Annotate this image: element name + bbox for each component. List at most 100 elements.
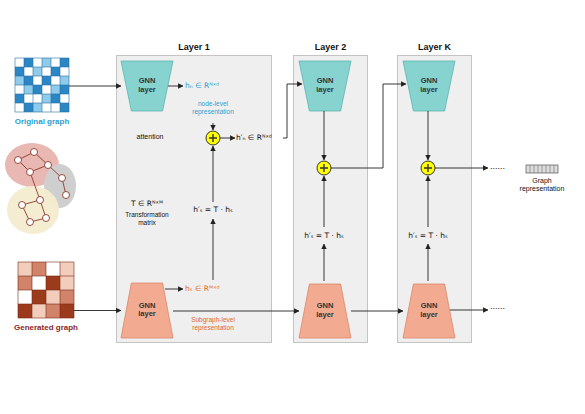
matrix-cells bbox=[15, 58, 69, 112]
sum-circle bbox=[317, 161, 331, 175]
math-label: hₛ ∈ Rᴹˣᵈ bbox=[185, 284, 241, 293]
flow-arrow bbox=[213, 146, 214, 202]
block-label: GNN layer bbox=[307, 77, 343, 94]
graph-node bbox=[43, 215, 50, 222]
graph-node bbox=[37, 197, 44, 204]
flow-arrow bbox=[324, 176, 325, 227]
sum-circle bbox=[421, 161, 435, 175]
flow-arrow bbox=[213, 219, 214, 280]
plus-sign bbox=[209, 134, 217, 142]
graph-node bbox=[27, 219, 34, 226]
matrix-grid bbox=[18, 262, 74, 318]
math-label: h′ₛ = T · hₛ bbox=[186, 205, 240, 214]
connector-group bbox=[351, 311, 403, 312]
matrix-background bbox=[18, 262, 74, 318]
block-label: GNN layer bbox=[129, 302, 165, 319]
gnn-block: GNN layer bbox=[403, 61, 455, 111]
matrix-cells bbox=[18, 276, 74, 318]
matrix-cells bbox=[15, 58, 69, 112]
block-label: GNN layer bbox=[129, 77, 165, 94]
connector-group bbox=[173, 311, 299, 312]
output-vector: Graph representation bbox=[526, 165, 558, 173]
flow-arrow bbox=[450, 310, 488, 311]
layer-title: Layer K bbox=[398, 42, 471, 52]
block-label: GNN layer bbox=[411, 302, 447, 319]
trapezoid bbox=[121, 61, 173, 111]
representation-vector bbox=[526, 165, 558, 173]
math-label: h′ₛ = T · hₛ bbox=[401, 231, 455, 240]
subgraph-region bbox=[44, 164, 76, 208]
flow-arrow bbox=[213, 123, 214, 130]
graph-node bbox=[31, 149, 38, 156]
block-label: GNN layer bbox=[307, 302, 343, 319]
layer-panel: Layer 2GNN layerGNN layer bbox=[293, 55, 368, 343]
subgraph-links bbox=[18, 152, 66, 222]
graph-node bbox=[59, 175, 66, 182]
graph-node bbox=[45, 162, 52, 169]
connector-arrow bbox=[69, 86, 121, 87]
gnn-block: GNN layer bbox=[299, 61, 351, 111]
connector-arrow bbox=[74, 310, 121, 311]
trapezoid bbox=[299, 61, 351, 111]
flow-arrow bbox=[428, 111, 429, 160]
node-label: Original graph bbox=[0, 117, 87, 126]
connector-arrow bbox=[351, 311, 403, 312]
trapezoid bbox=[403, 284, 455, 338]
graph-node bbox=[15, 157, 22, 164]
math-label: h′ₛ = T · hₛ bbox=[297, 231, 351, 240]
flow-arrow bbox=[324, 244, 325, 281]
plus-sign bbox=[320, 164, 328, 172]
annotation: Transformation matrix bbox=[118, 211, 176, 227]
flow-arrows bbox=[165, 84, 488, 310]
plus-sign bbox=[424, 164, 432, 172]
input-matrix: Original graph bbox=[15, 58, 69, 112]
sum-circle bbox=[206, 131, 220, 145]
gnn-block: GNN layer bbox=[121, 283, 173, 338]
connector-arrow bbox=[173, 311, 299, 312]
trapezoid bbox=[121, 283, 173, 338]
flow-arrow bbox=[220, 138, 235, 139]
vector-cells bbox=[530, 165, 554, 173]
flow-arrow bbox=[428, 244, 429, 281]
layer-title: Layer 1 bbox=[117, 42, 271, 52]
graph-node bbox=[63, 192, 70, 199]
connector-group bbox=[69, 86, 121, 87]
annotation: node-level representation bbox=[184, 100, 242, 116]
math-label: h′ₙ ∈ Rᴺˣᵈ bbox=[236, 133, 284, 142]
subgraph-region bbox=[7, 186, 59, 234]
math-label: hₙ ∈ Rᴺˣᵈ bbox=[185, 81, 241, 90]
annotation: Subgraph-level representation bbox=[180, 316, 246, 332]
annotation: attention bbox=[128, 133, 172, 141]
matrix-cells bbox=[18, 262, 74, 318]
layer-title: Layer 2 bbox=[294, 42, 367, 52]
flow-arrow bbox=[283, 84, 302, 138]
gnn-block: GNN layer bbox=[121, 61, 173, 111]
trapezoid bbox=[299, 284, 351, 338]
attention-sum bbox=[206, 131, 435, 175]
flow-arrow bbox=[165, 289, 183, 290]
ellipsis: ...... bbox=[490, 301, 520, 312]
flow-arrow bbox=[428, 176, 429, 227]
block-label: GNN layer bbox=[411, 77, 447, 94]
trapezoid bbox=[403, 61, 455, 111]
flow-arrow bbox=[168, 86, 183, 87]
gnn-block: GNN layer bbox=[299, 284, 351, 338]
graph-node bbox=[27, 169, 34, 176]
flow-arrow bbox=[435, 168, 488, 169]
graph-node bbox=[19, 202, 26, 209]
flow-arrow bbox=[324, 111, 325, 160]
node-label: Graph representation bbox=[510, 177, 574, 193]
matrix-grid bbox=[15, 58, 69, 112]
subgraph-nodes bbox=[15, 149, 70, 226]
subgraph-region bbox=[5, 143, 59, 187]
math-label: T ∈ Rᴺˣᴹ bbox=[118, 199, 176, 208]
node-label: Generated graph bbox=[1, 323, 91, 332]
matrix-cells bbox=[18, 262, 74, 318]
flow-arrow bbox=[331, 84, 406, 168]
connector-group bbox=[74, 310, 121, 311]
layer-panel: Layer KGNN layerGNN layer bbox=[397, 55, 472, 343]
gnn-block: GNN layer bbox=[403, 284, 455, 338]
matrix-background bbox=[15, 58, 69, 112]
ellipsis: ...... bbox=[490, 161, 520, 172]
input-matrix: Generated graph bbox=[18, 262, 74, 318]
